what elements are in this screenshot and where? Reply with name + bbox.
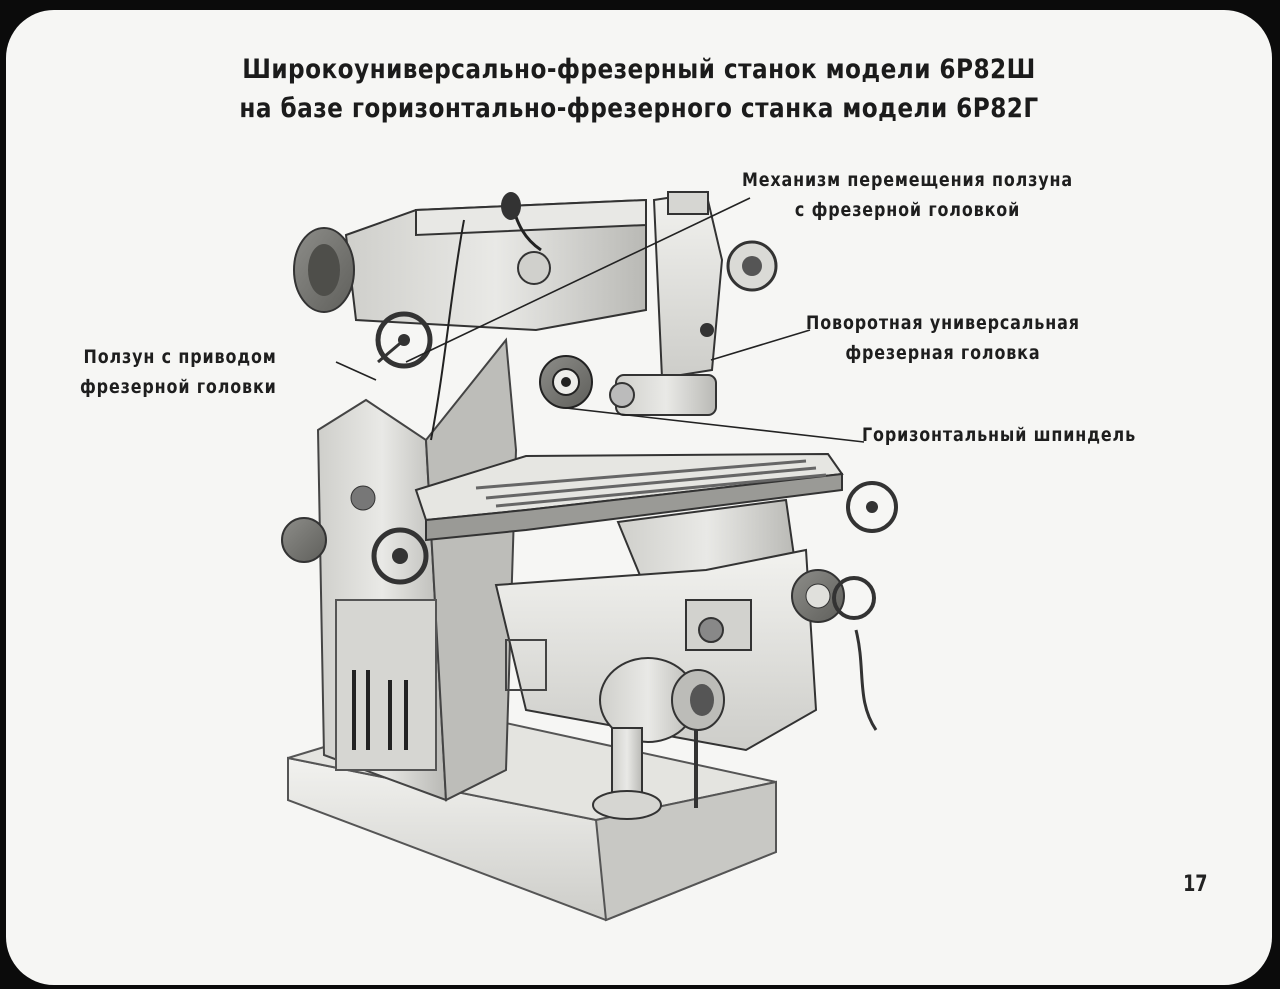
title-line-1: Широкоуниверсально-фрезерный станок моде… xyxy=(242,54,1036,85)
elevating-screw xyxy=(592,657,725,820)
callout-spindle-text: Горизонтальный шпиндель xyxy=(862,424,1137,446)
work-table xyxy=(414,452,898,542)
leader-rotary-head xyxy=(710,329,811,361)
machine-column xyxy=(281,337,518,802)
slide-title: Широкоуниверсально-фрезерный станок моде… xyxy=(95,50,1184,128)
callout-ram-line-1: Ползун с приводом xyxy=(83,346,277,368)
callout-spindle: Горизонтальный шпиндель xyxy=(862,420,1136,450)
callout-rotary-head: Поворотная универсальная фрезерная голов… xyxy=(806,308,1080,368)
callout-rotary-head-line-1: Поворотная универсальная xyxy=(806,312,1080,334)
leader-ram xyxy=(335,361,377,381)
horizontal-spindle xyxy=(539,355,593,409)
universal-milling-head xyxy=(609,190,778,416)
callout-ram: Ползун с приводом фрезерной головки xyxy=(80,342,277,402)
milling-machine-illustration xyxy=(281,190,898,922)
ram xyxy=(293,192,647,441)
page-number: 17 xyxy=(1183,872,1208,897)
callout-mechanism-line-1: Механизм перемещения ползуна xyxy=(742,169,1073,191)
callout-rotary-head-line-2: фрезерная головка xyxy=(845,342,1041,364)
callout-mechanism-line-2: с фрезерной головкой xyxy=(794,199,1021,221)
callout-ram-line-2: фрезерной головки xyxy=(80,376,277,398)
slide-frame: Широкоуниверсально-фрезерный станок моде… xyxy=(6,10,1272,985)
saddle-and-knee xyxy=(371,498,878,752)
leader-mechanism xyxy=(405,197,751,363)
title-line-2: на базе горизонтально-фрезерного станка … xyxy=(239,93,1039,124)
callout-mechanism: Механизм перемещения ползуна с фрезерной… xyxy=(742,165,1073,225)
leader-spindle xyxy=(565,407,865,443)
leader-lines xyxy=(335,197,865,443)
